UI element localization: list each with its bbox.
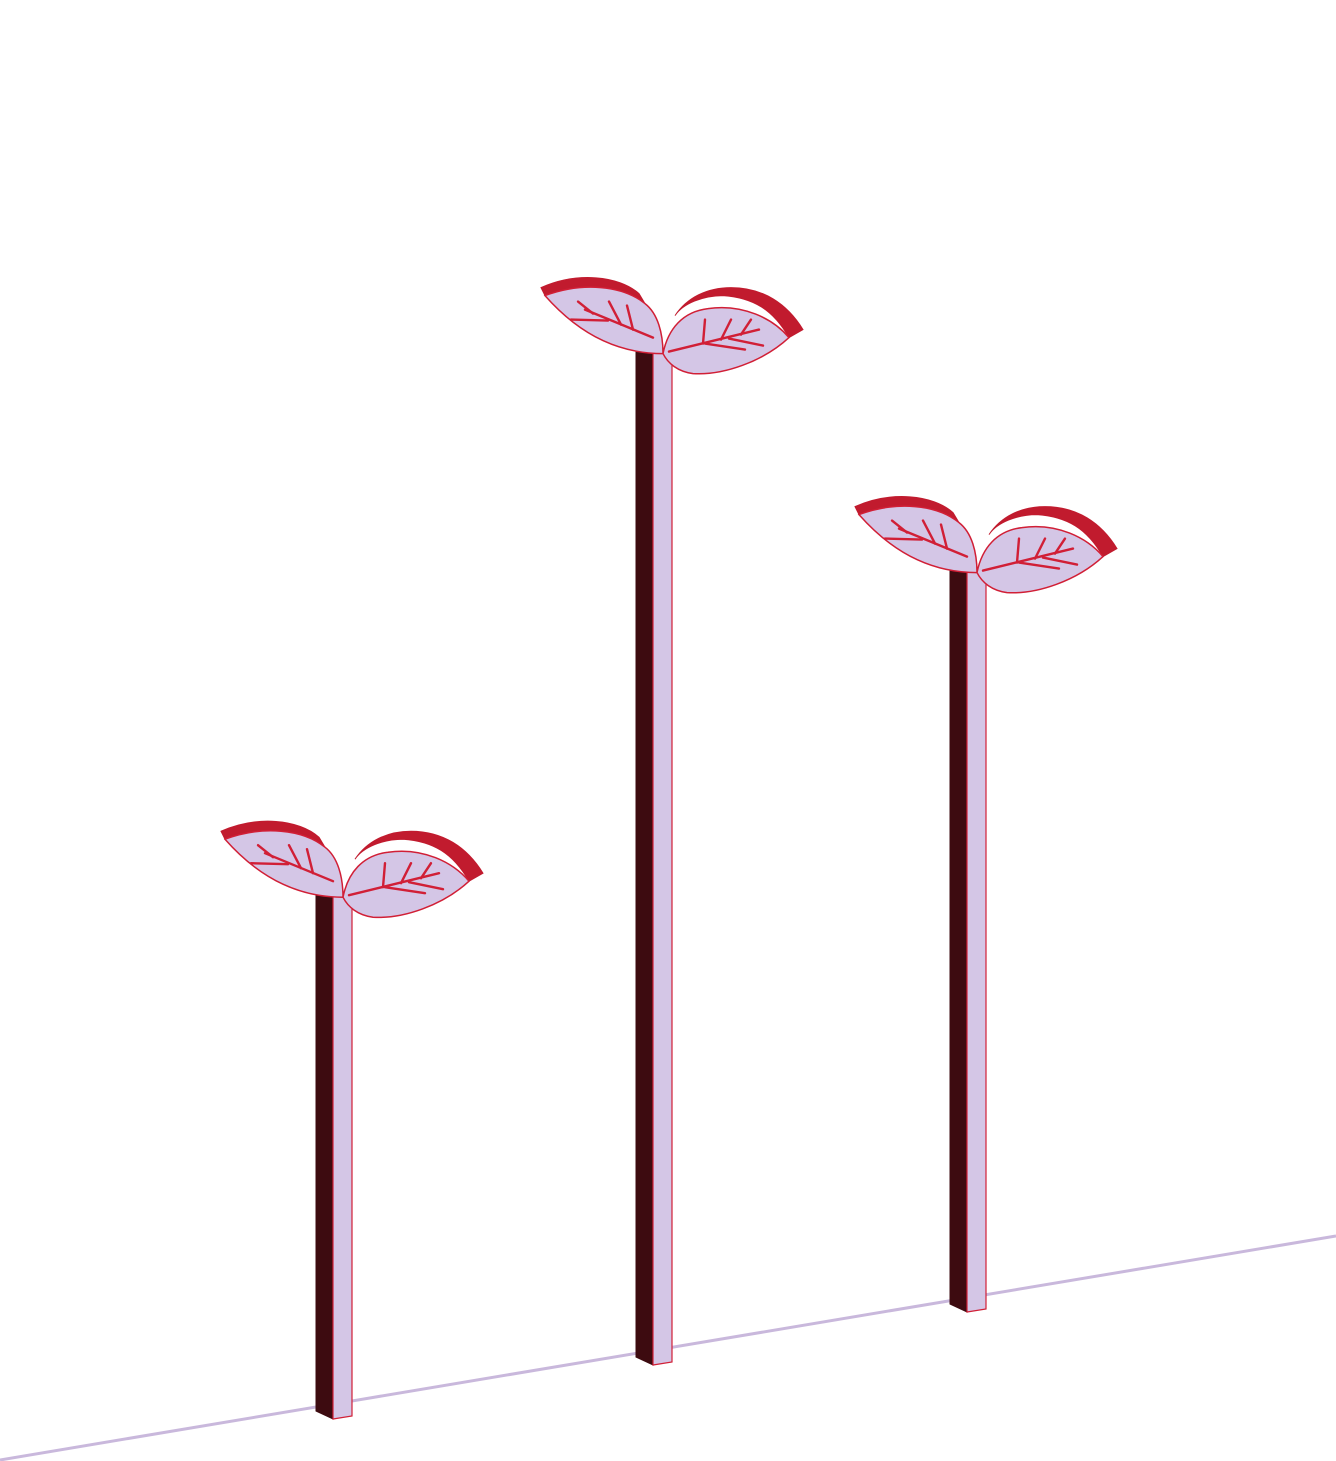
stem-front-face [652, 347, 673, 1366]
leaf-vein [939, 523, 949, 550]
leaf-vein [256, 844, 275, 859]
stem-front-face [332, 891, 353, 1420]
leaf-vein [287, 844, 303, 870]
leaf-vein [347, 872, 441, 897]
leaf-right-rim [988, 506, 1118, 558]
leaf-right [976, 525, 1105, 594]
stem-side-face [949, 561, 968, 1313]
leaf-vein [419, 862, 433, 880]
leaf-vein [921, 519, 937, 545]
leaf-vein [719, 318, 733, 341]
seedling-leaves [220, 820, 484, 919]
leaf-vein [727, 337, 765, 347]
leaf-vein [583, 308, 655, 339]
leaf-vein [569, 318, 610, 322]
leaf-vein [890, 519, 909, 534]
seedling-bar [220, 820, 484, 1420]
leaf-right-rim [674, 287, 804, 339]
stem-front-face [966, 566, 987, 1313]
leaf-vein [1017, 561, 1061, 570]
leaf-vein [407, 881, 445, 891]
leaf-vein [701, 318, 707, 345]
leaf-vein [625, 304, 635, 331]
leaf-vein [607, 300, 623, 326]
leaf-vein [1015, 537, 1021, 564]
leaf-vein [667, 328, 761, 353]
bar-series [220, 277, 1118, 1420]
leaf-right [342, 850, 471, 919]
leaf-vein [1041, 556, 1079, 566]
leaf-vein [305, 848, 315, 875]
leaf-vein [883, 537, 924, 541]
leaf-vein [897, 527, 969, 558]
leaf-vein [576, 300, 595, 315]
seedling-leaves [540, 277, 804, 375]
leaf-vein [381, 862, 387, 889]
stem-side-face [315, 886, 334, 1420]
leaf-right-rim [354, 830, 484, 882]
leaf-vein [383, 886, 427, 895]
leaf-vein [1053, 537, 1067, 555]
leaf-vein [263, 852, 335, 883]
leaf-vein [399, 862, 413, 885]
leaf-vein [981, 547, 1075, 572]
leaf-vein [249, 862, 290, 866]
leaf-vein [703, 342, 747, 351]
leaf-vein [1033, 537, 1047, 560]
seedling-leaves [854, 496, 1118, 594]
stem-side-face [635, 342, 654, 1366]
leaf-vein [739, 318, 753, 336]
leaf-right [662, 306, 791, 375]
seedling-bar [854, 496, 1118, 1313]
seedling-bar [540, 277, 804, 1366]
